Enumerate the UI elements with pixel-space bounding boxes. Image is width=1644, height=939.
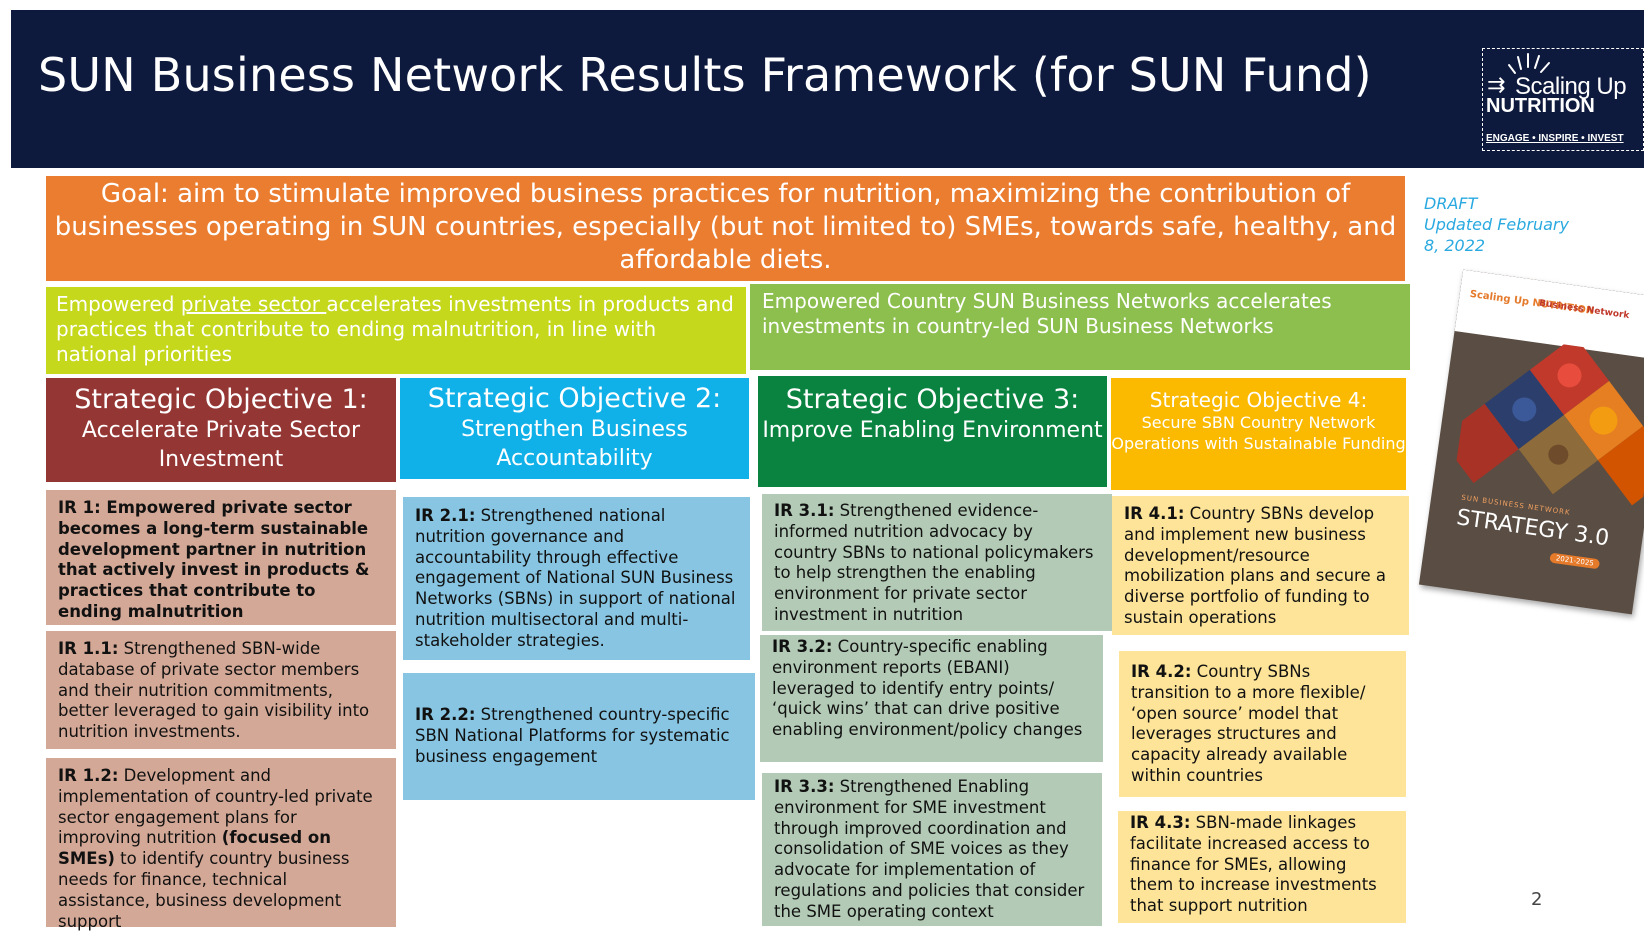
- ir42-label: IR 4.2:: [1131, 662, 1192, 681]
- draft-note: DRAFT Updated February 8, 2022: [1424, 193, 1569, 256]
- ir-2-1: IR 2.1: Strengthened national nutrition …: [403, 497, 750, 660]
- logo-tagline: ENGAGE • INSPIRE • INVEST: [1486, 133, 1624, 144]
- so1-subtitle: Accelerate Private Sector Investment: [81, 418, 361, 472]
- outcome-private-sector: Empowered private sector accelerates inv…: [46, 287, 746, 374]
- strategic-objective-3: Strategic Objective 3: Improve Enabling …: [758, 376, 1107, 487]
- outcome1-prefix: Empowered: [56, 292, 181, 316]
- ir41-text: Country SBNs develop and implement new b…: [1124, 504, 1386, 627]
- outcome-country-networks: Empowered Country SUN Business Networks …: [750, 284, 1410, 370]
- ir43-text: SBN-made linkages facilitate increased a…: [1130, 813, 1377, 916]
- ir-4-1: IR 4.1: Country SBNs develop and impleme…: [1112, 496, 1409, 635]
- ir22-label: IR 2.2:: [415, 705, 476, 724]
- top-strip: [0, 0, 1644, 10]
- ir42-text: Country SBNs transition to a more flexib…: [1131, 662, 1366, 785]
- so2-title: Strategic Objective 2:: [427, 383, 722, 414]
- ir12-text-a: Development and implementation of countr…: [58, 766, 373, 848]
- so4-title: Strategic Objective 4:: [1149, 388, 1368, 412]
- ir-3-3: IR 3.3: Strengthened Enabling environmen…: [762, 773, 1102, 926]
- ir-3-1: IR 3.1: Strengthened evidence-informed n…: [762, 494, 1112, 631]
- logo-line2: NUTRITION: [1486, 95, 1595, 117]
- ir-4-2: IR 4.2: Country SBNs transition to a mor…: [1119, 651, 1406, 797]
- goal-text: aim to stimulate improved business pract…: [54, 179, 1397, 275]
- goal-box: Goal: aim to stimulate improved business…: [46, 176, 1405, 281]
- slide-title: SUN Business Network Results Framework (…: [38, 48, 1372, 102]
- ir41-label: IR 4.1:: [1124, 504, 1185, 523]
- strategic-objective-4: Strategic Objective 4: Secure SBN Countr…: [1111, 378, 1406, 490]
- ir-4-3: IR 4.3: SBN-made linkages facilitate inc…: [1118, 811, 1406, 923]
- ir33-label: IR 3.3:: [774, 777, 835, 796]
- ir11-text: Strengthened SBN-wide database of privat…: [58, 639, 370, 742]
- cover-title: STRATEGY 3.0: [1454, 505, 1611, 552]
- ir1-label: IR 1:: [58, 498, 101, 517]
- so1-title: Strategic Objective 1:: [74, 384, 368, 415]
- draft-line1: DRAFT: [1424, 194, 1478, 213]
- outcome2-text: Empowered Country SUN Business Networks …: [762, 289, 1332, 338]
- ir1-text: Empowered private sector becomes a long-…: [58, 498, 370, 621]
- arrow-icon: ⇉: [1487, 73, 1506, 98]
- ir-1-2: IR 1.2: Development and implementation o…: [46, 758, 396, 931]
- strategy-cover-image: Scaling Up NUTRITION Business Network SU…: [1418, 269, 1644, 615]
- ir22-text: Strengthened country-specific SBN Nation…: [415, 705, 730, 766]
- ir32-text: Country-specific enabling environment re…: [772, 637, 1083, 740]
- so4-subtitle: Secure SBN Country Network Operations wi…: [1111, 413, 1406, 453]
- logo-line1: Scaling Up: [1515, 73, 1627, 100]
- ir11-label: IR 1.1:: [58, 639, 119, 658]
- so3-subtitle: Improve Enabling Environment: [762, 418, 1103, 443]
- goal-label: Goal:: [100, 179, 169, 209]
- so3-title: Strategic Objective 3:: [785, 384, 1080, 415]
- fruit-collage-icon: [1453, 335, 1644, 506]
- ir-1: IR 1: Empowered private sector becomes a…: [46, 490, 396, 625]
- ir-2-2: IR 2.2: Strengthened country-specific SB…: [403, 673, 755, 800]
- sun-logo: ⇉ Scaling Up NUTRITION ENGAGE • INSPIRE …: [1482, 48, 1644, 151]
- so2-subtitle: Strengthen Business Accountability: [461, 417, 688, 471]
- title-banner: SUN Business Network Results Framework (…: [11, 10, 1644, 168]
- sun-rays-icon: [1508, 53, 1550, 74]
- draft-line3: 8, 2022: [1424, 236, 1486, 255]
- ir21-label: IR 2.1:: [415, 506, 476, 525]
- strategic-objective-1: Strategic Objective 1: Accelerate Privat…: [46, 378, 396, 482]
- ir31-label: IR 3.1:: [774, 501, 835, 520]
- ir31-text: Strengthened evidence-informed nutrition…: [774, 501, 1094, 624]
- ir32-label: IR 3.2:: [772, 637, 833, 656]
- ir12-text-b: to identify country business needs for f…: [58, 849, 350, 931]
- ir33-text: Strengthened Enabling environment for SM…: [774, 777, 1085, 921]
- ir43-label: IR 4.3:: [1130, 813, 1191, 832]
- ir-1-1: IR 1.1: Strengthened SBN-wide database o…: [46, 631, 396, 749]
- ir12-label: IR 1.2:: [58, 766, 119, 785]
- outcome1-text: accelerates investments in products and …: [56, 292, 734, 366]
- strategic-objective-2: Strategic Objective 2: Strengthen Busine…: [400, 378, 749, 479]
- cover-years: 2021-2025: [1549, 552, 1601, 570]
- ir21-text: Strengthened national nutrition governan…: [415, 506, 736, 650]
- ir12-bold: (focused on SMEs): [58, 828, 332, 869]
- outcome1-link: private sector: [180, 292, 327, 316]
- page-number: 2: [1531, 889, 1543, 910]
- draft-line2: Updated February: [1424, 215, 1569, 234]
- ir-3-2: IR 3.2: Country-specific enabling enviro…: [760, 635, 1103, 762]
